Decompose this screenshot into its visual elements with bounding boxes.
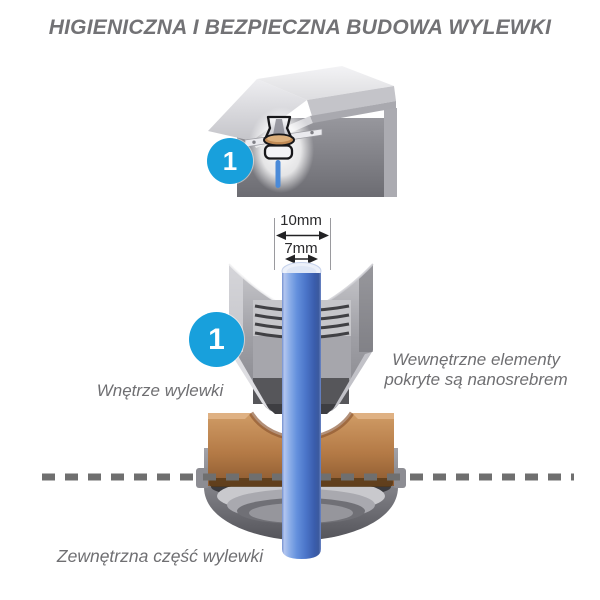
label-interior: Wnętrze wylewki [96, 381, 224, 400]
label-nano-line1: Wewnętrzne elementy [392, 350, 560, 369]
spout-head-left-face [208, 79, 307, 141]
label-nano-line2: pokryte są nanosrebrem [384, 370, 568, 389]
aerator-nozzle [263, 115, 295, 188]
water-stream [275, 160, 281, 188]
dimension-arrow-outer [276, 231, 329, 240]
step-badge-exterior: 1 [207, 138, 253, 184]
page-title: HIGIENICZNA I BEZPIECZNA BUDOWA WYLEWKI [48, 16, 552, 39]
dim-label-outer: 10mm [280, 212, 322, 229]
dimension-lines [274, 218, 331, 270]
dim-label-inner: 7mm [284, 240, 318, 257]
label-exterior: Zewnętrzna część wylewki [56, 546, 264, 566]
water-tube [281, 262, 322, 559]
spout-exterior-illustration [208, 66, 397, 197]
label-nano-coating: Wewnętrzne elementy pokryte są nanosrebr… [366, 350, 586, 390]
step-badge-interior: 1 [189, 312, 244, 367]
spout-head-top-face [257, 66, 394, 100]
dimension-arrow-inner [285, 254, 318, 264]
